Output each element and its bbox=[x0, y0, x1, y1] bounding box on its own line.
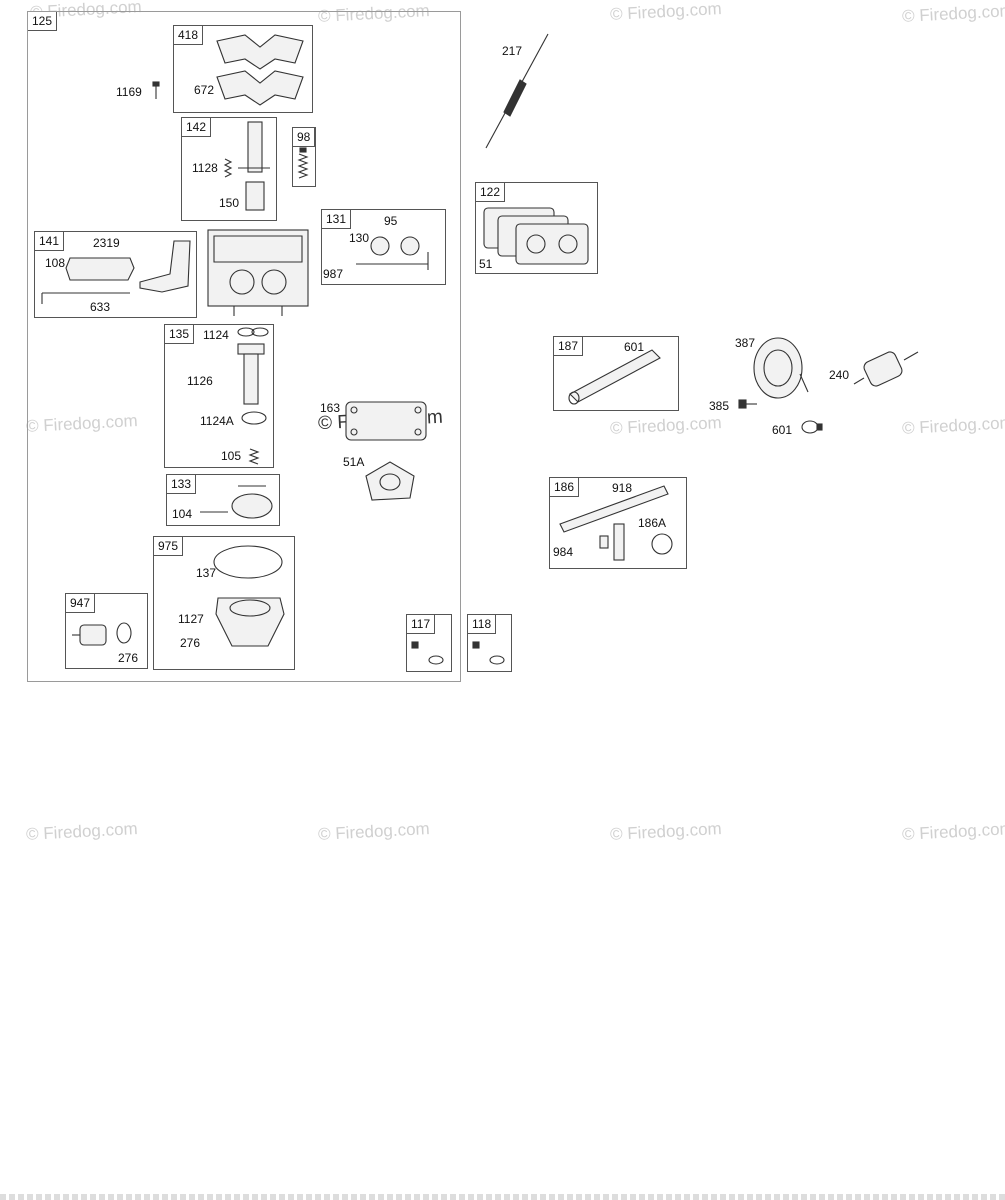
screw-icon bbox=[738, 399, 757, 409]
part-label-1169: 1169 bbox=[116, 85, 142, 99]
part-label-163: 163 bbox=[320, 401, 341, 415]
group-125-frame: 125 bbox=[27, 11, 461, 682]
spring-icon bbox=[223, 158, 233, 178]
bracket-part bbox=[238, 121, 270, 211]
part-label-276a: 276 bbox=[180, 636, 201, 650]
group-118-box: 118 bbox=[467, 614, 512, 672]
clamp-icon bbox=[801, 420, 823, 434]
carburetor-body-part bbox=[207, 229, 309, 316]
fuel-filter-part bbox=[853, 351, 919, 387]
group-number: 141 bbox=[35, 232, 65, 251]
watermark: © Firedog.com bbox=[25, 819, 139, 844]
part-label-1124: 1124 bbox=[203, 328, 229, 342]
group-418-box: 418 bbox=[173, 25, 313, 113]
group-186-box: 186 bbox=[549, 477, 687, 569]
group-number: 117 bbox=[407, 615, 436, 634]
group-975-box: 975 bbox=[153, 536, 295, 670]
part-label-601b: 601 bbox=[772, 423, 793, 437]
part-label-387: 387 bbox=[735, 336, 756, 350]
fuel-hose-part bbox=[559, 485, 673, 561]
watermark: © Firedog.com bbox=[609, 0, 723, 24]
fitting-part bbox=[472, 641, 505, 665]
part-label-1124a: 1124A bbox=[200, 414, 234, 428]
part-label-95: 95 bbox=[384, 214, 398, 228]
part-label-240: 240 bbox=[829, 368, 850, 382]
part-label-51: 51 bbox=[479, 257, 493, 271]
group-947-box: 947 bbox=[65, 593, 148, 669]
float-bowl-part bbox=[200, 485, 273, 519]
group-number: 131 bbox=[322, 210, 352, 229]
part-label-1128: 1128 bbox=[192, 161, 218, 175]
group-122-box: 122 bbox=[475, 182, 598, 274]
part-label-672: 672 bbox=[194, 83, 215, 97]
part-label-633: 633 bbox=[90, 300, 111, 314]
gasket-51a-part bbox=[365, 461, 415, 501]
watermark: © Firedog.com bbox=[901, 819, 1005, 844]
fuel-pump-part bbox=[753, 337, 809, 399]
group-142-box: 142 bbox=[181, 117, 277, 221]
group-number: 118 bbox=[468, 615, 497, 634]
group-187-box: 187 bbox=[553, 336, 679, 411]
group-number: 186 bbox=[550, 478, 580, 497]
fuel-line-part bbox=[568, 349, 661, 405]
gasket-163-part bbox=[345, 401, 427, 441]
part-label-186a: 186A bbox=[638, 516, 667, 530]
part-label-987: 987 bbox=[323, 267, 344, 281]
spring-rod-part bbox=[485, 33, 549, 149]
group-number: 98 bbox=[293, 128, 316, 147]
group-133-box: 133 bbox=[166, 474, 280, 526]
watermark: © Firedog.com bbox=[901, 413, 1005, 438]
watermark: © Firedog.com bbox=[609, 819, 723, 844]
part-label-137: 137 bbox=[196, 566, 217, 580]
throttle-plate-part bbox=[356, 236, 429, 270]
float-part bbox=[237, 327, 269, 425]
group-number: 122 bbox=[476, 183, 506, 202]
part-label-385: 385 bbox=[709, 399, 730, 413]
part-label-601a: 601 bbox=[624, 340, 645, 354]
group-number: 975 bbox=[154, 537, 184, 556]
group-number: 133 bbox=[167, 475, 197, 494]
part-label-51a: 51A bbox=[343, 455, 365, 469]
part-label-217: 217 bbox=[502, 44, 523, 58]
part-label-1126: 1126 bbox=[187, 374, 213, 388]
fitting-part bbox=[411, 641, 444, 665]
watermark: © Firedog.com bbox=[901, 1, 1005, 26]
solenoid-part bbox=[72, 622, 132, 646]
group-135-box: 135 bbox=[164, 324, 274, 468]
gasket-set-part bbox=[483, 207, 589, 265]
watermark: © Firedog.com bbox=[609, 413, 723, 438]
bottom-edge bbox=[0, 1194, 1005, 1200]
part-label-276b: 276 bbox=[118, 651, 139, 665]
part-label-104: 104 bbox=[172, 507, 193, 521]
screw-icon bbox=[248, 448, 260, 465]
linkage-plate-part bbox=[41, 240, 191, 304]
group-131-box: 131 bbox=[321, 209, 446, 285]
part-label-1127: 1127 bbox=[178, 612, 204, 626]
group-141-box: 141 bbox=[34, 231, 197, 318]
bowl-part bbox=[213, 545, 285, 647]
group-number: 418 bbox=[174, 26, 204, 45]
group-98-box: 98 bbox=[292, 127, 316, 187]
screw-icon bbox=[152, 81, 160, 99]
watermark: © Firedog.com bbox=[317, 819, 431, 844]
group-number: 187 bbox=[554, 337, 584, 356]
spring-icon bbox=[297, 147, 309, 179]
group-number: 135 bbox=[165, 325, 195, 344]
part-label-2319: 2319 bbox=[93, 236, 120, 250]
part-label-108: 108 bbox=[45, 256, 66, 270]
part-label-105: 105 bbox=[221, 449, 242, 463]
part-label-918: 918 bbox=[612, 481, 633, 495]
group-117-box: 117 bbox=[406, 614, 452, 672]
part-label-150: 150 bbox=[219, 196, 240, 210]
group-number: 947 bbox=[66, 594, 96, 613]
gasket-top-part bbox=[216, 34, 304, 106]
group-number: 142 bbox=[182, 118, 212, 137]
part-label-130: 130 bbox=[349, 231, 370, 245]
group-number: 125 bbox=[28, 12, 58, 31]
part-label-984: 984 bbox=[553, 545, 574, 559]
